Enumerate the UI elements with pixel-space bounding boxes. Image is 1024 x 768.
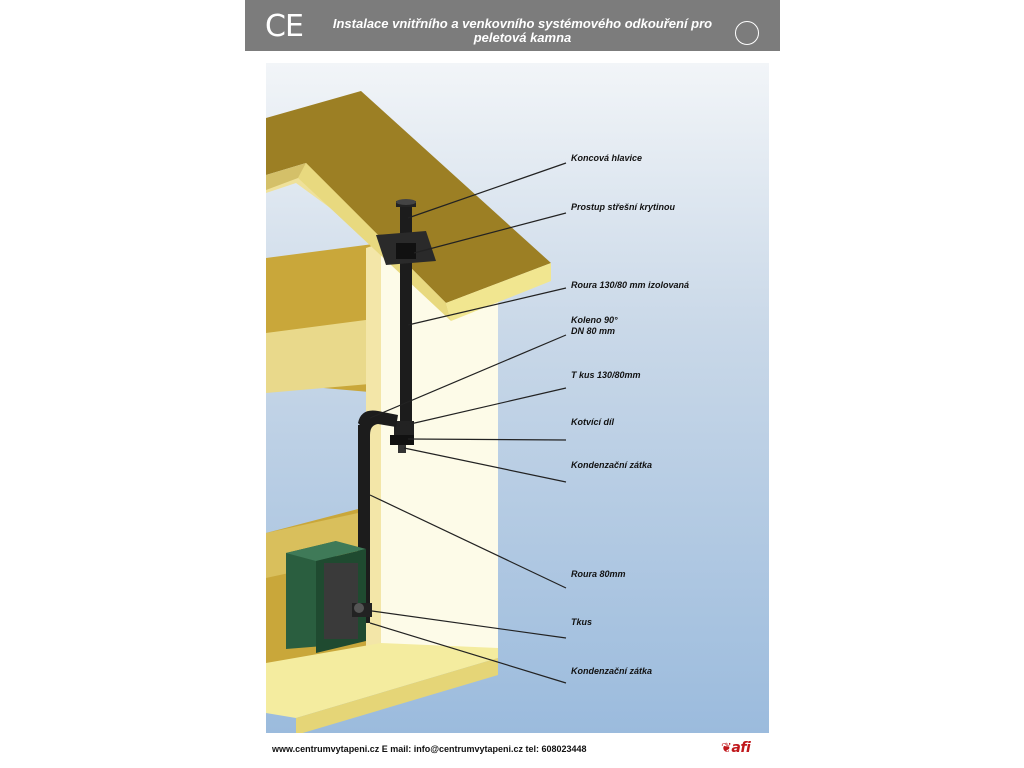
label-kotvici-dil: Kotvící díl bbox=[571, 417, 615, 427]
label-tkus: Tkus bbox=[571, 617, 593, 627]
roof-left-edge bbox=[266, 163, 306, 190]
label-t-kus: T kus 130/80mm bbox=[571, 370, 641, 380]
leader-koncova-hlavice bbox=[407, 162, 567, 219]
ce-mark-logo: CE bbox=[265, 9, 304, 44]
leader-kondenzacni-2 bbox=[369, 622, 567, 684]
leader-kondenzacni-1 bbox=[403, 447, 567, 483]
afi-logo: ❦afi bbox=[721, 740, 751, 756]
floor-slab-upper bbox=[266, 318, 381, 393]
terminal-cap-top bbox=[396, 199, 416, 205]
label-kondenzacni-zatka-1: Kondenzační zátka bbox=[571, 460, 653, 470]
leader-roura-izolovana bbox=[407, 287, 567, 326]
leader-prostup bbox=[413, 212, 567, 254]
leader-kotvici-dil bbox=[407, 438, 567, 441]
stove-outlet bbox=[354, 603, 364, 613]
label-koncova-hlavice: Koncová hlavice bbox=[571, 153, 643, 163]
diagram-illustration bbox=[266, 91, 567, 733]
page-title: Instalace vnitřního a venkovního systémo… bbox=[332, 16, 713, 45]
footer-contact: www.centrumvytapeni.cz E mail: info@cent… bbox=[272, 744, 587, 754]
roof-edge bbox=[446, 263, 551, 321]
label-koleno: Koleno 90° DN 80 mm bbox=[571, 315, 618, 336]
label-roura-80: Roura 80mm bbox=[571, 569, 626, 579]
ground-ledge-front bbox=[296, 658, 498, 733]
label-prostup-stresni-krytinou: Prostup střešní krytinou bbox=[571, 202, 676, 212]
roof-top bbox=[266, 91, 551, 303]
pellet-stove-top bbox=[286, 541, 366, 561]
ground-ledge bbox=[266, 643, 498, 718]
logo-text: afi bbox=[731, 740, 751, 756]
anchor-plate bbox=[390, 435, 414, 445]
leader-koleno bbox=[369, 334, 567, 419]
flame-icon: ❦ bbox=[721, 741, 732, 756]
label-roura-izolovana: Roura 130/80 mm izolovaná bbox=[571, 280, 690, 290]
leader-tkus bbox=[371, 610, 567, 639]
leader-t-kus bbox=[405, 387, 567, 426]
roof-front-edge bbox=[298, 163, 451, 321]
collar bbox=[396, 243, 416, 259]
circle-icon bbox=[735, 21, 759, 45]
stove-grille bbox=[324, 563, 358, 639]
label-kondenzacni-zatka-2: Kondenzační zátka bbox=[571, 666, 653, 676]
condensate-cap-upper bbox=[398, 445, 406, 453]
header-bar: CE Instalace vnitřního a venkovního syst… bbox=[245, 0, 780, 51]
leader-roura-80 bbox=[369, 494, 567, 589]
installation-diagram: Koncová hlavice Prostup střešní krytinou… bbox=[266, 63, 769, 733]
